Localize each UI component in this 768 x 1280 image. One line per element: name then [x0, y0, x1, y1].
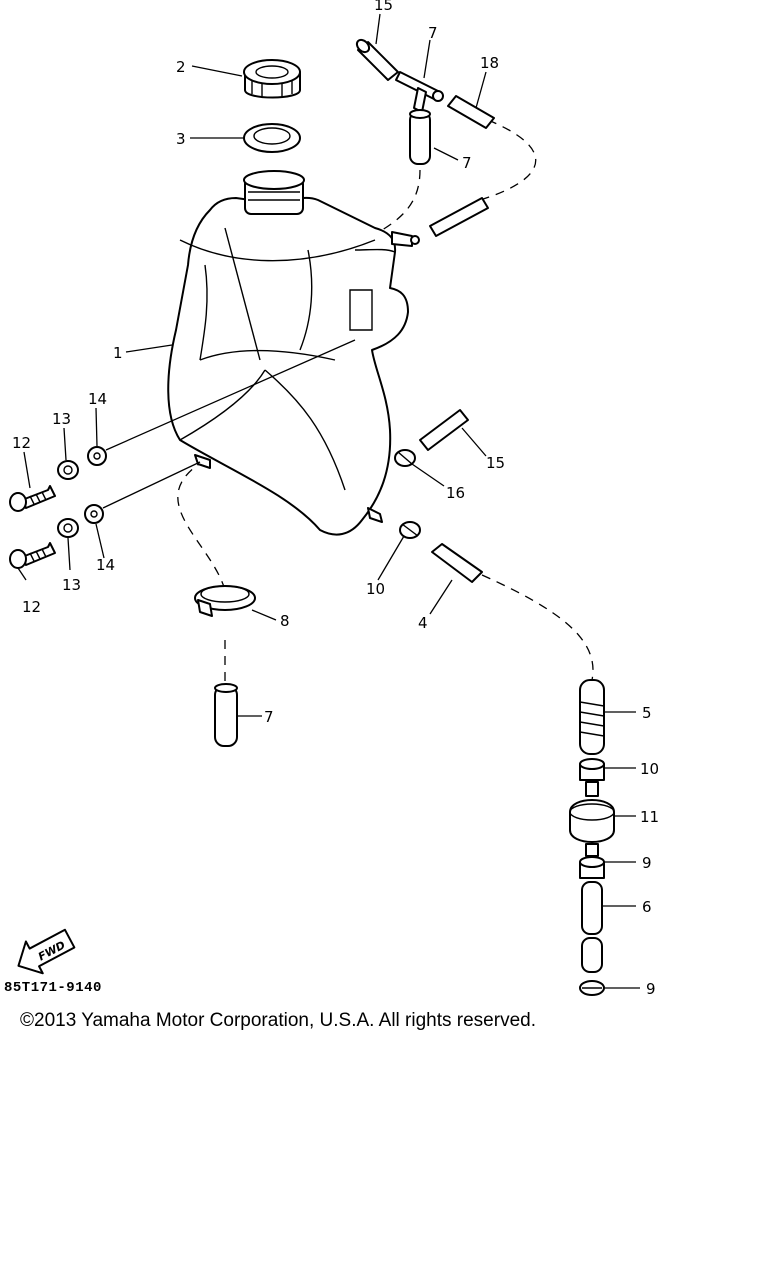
callout-7-lower: 7 [264, 708, 274, 726]
callout-10-lower: 10 [640, 760, 659, 778]
callout-11: 11 [640, 808, 659, 826]
callout-9-lower: 9 [646, 980, 656, 998]
callout-14-lower: 14 [96, 556, 115, 574]
callout-3: 3 [176, 130, 186, 148]
drawing-code: 85T171-9140 [4, 980, 102, 996]
callout-7-top: 7 [428, 24, 438, 42]
callout-14-upper: 14 [88, 390, 107, 408]
vent-hose [429, 197, 489, 237]
clamp-10-lower [579, 758, 605, 781]
callout-8: 8 [280, 612, 290, 630]
callout-10-upper: 10 [366, 580, 385, 598]
callout-2: 2 [176, 58, 186, 76]
clamp-10-upper [399, 521, 421, 539]
fuel-tank [167, 170, 420, 536]
nut-13-lower [57, 518, 79, 538]
callout-9-upper: 9 [642, 854, 652, 872]
hose-top-15 [355, 38, 399, 81]
copyright-notice: ©2013 Yamaha Motor Corporation, U.S.A. A… [20, 1010, 536, 1031]
bolt-12-upper [9, 485, 56, 512]
clamp-9-lower [579, 980, 605, 996]
tee-fitting [395, 71, 444, 113]
hose-6 [581, 881, 603, 973]
nut-13-upper [57, 460, 79, 480]
tank-band [194, 585, 256, 617]
callouts: 1 2 3 4 5 6 7 7 7 8 9 9 10 10 11 12 12 1… [12, 0, 659, 998]
hose-4 [431, 543, 483, 583]
leader-lines [17, 13, 640, 989]
callout-12-upper: 12 [12, 434, 31, 452]
hose-7-top [409, 109, 431, 165]
routing-lines [177, 119, 594, 690]
fwd-arrow-icon: FWD [17, 928, 76, 975]
washer-14-upper [87, 446, 107, 466]
callout-7-mid: 7 [462, 154, 472, 172]
cap-gasket [243, 123, 301, 153]
callout-16: 16 [446, 484, 465, 502]
clamp-9-upper [579, 856, 605, 879]
hose-5 [579, 679, 605, 755]
callout-18: 18 [480, 54, 499, 72]
callout-15-mid: 15 [486, 454, 505, 472]
hose-mid-15 [419, 409, 469, 451]
bolt-12-lower [9, 542, 56, 569]
callout-5: 5 [642, 704, 652, 722]
clamp-16 [394, 449, 416, 467]
callout-15-top: 15 [374, 0, 393, 14]
callout-6: 6 [642, 898, 652, 916]
fuel-cap [243, 59, 301, 99]
exploded-parts-diagram: 1 2 3 4 5 6 7 7 7 8 9 9 10 10 11 12 12 1… [9, 0, 659, 998]
hose-18 [447, 95, 495, 129]
callout-1: 1 [113, 344, 123, 362]
callout-13-lower: 13 [62, 576, 81, 594]
callout-13-upper: 13 [52, 410, 71, 428]
washer-14-lower [84, 504, 104, 524]
callout-12-lower: 12 [22, 598, 41, 616]
hose-7-lower [214, 683, 238, 747]
fuel-filter-11 [569, 781, 615, 857]
callout-4: 4 [418, 614, 428, 632]
